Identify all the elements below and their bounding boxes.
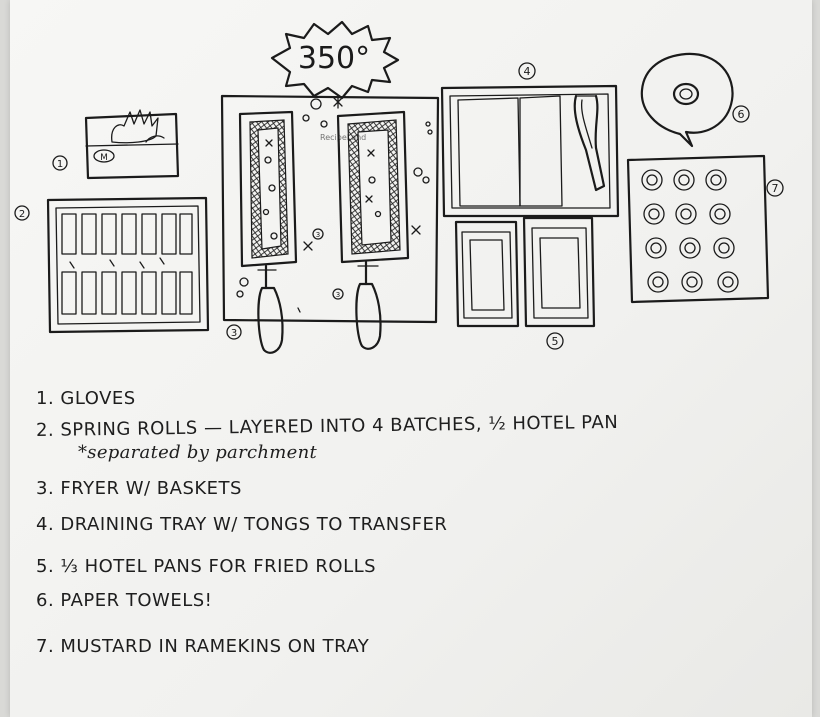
legend-item-hotel-pans: 5. ⅓ HOTEL PANS FOR FRIED ROLLS	[36, 556, 377, 577]
legend-item-mustard: 7. MUSTARD IN RAMEKINS ON TRAY	[36, 636, 370, 657]
marker-2: 2	[14, 205, 30, 221]
marker-5: 5	[546, 332, 564, 350]
paper-sheet	[10, 0, 812, 717]
marker-6: 6	[732, 105, 750, 123]
legend-item-paper-towels: 6. PAPER TOWELS!	[36, 590, 213, 611]
marker-4: 4	[518, 62, 536, 80]
marker-3: 3	[226, 324, 242, 340]
legend-item-gloves: 1. GLOVES	[36, 388, 136, 409]
draining-tray	[440, 84, 620, 218]
spring-rolls-pan	[46, 196, 210, 334]
watermark: RecipeLand	[320, 133, 366, 142]
legend-item-draining-tray: 4. DRAINING TRAY W/ TONGS TO TRANSFER	[36, 514, 448, 535]
svg-text:4: 4	[524, 65, 531, 78]
fryer: 3 3 RecipeLand	[220, 94, 440, 354]
legend-item-fryer: 3. FRYER W/ BASKETS	[36, 478, 242, 499]
gloves-box-letter: M	[100, 153, 108, 163]
ramekin-tray	[626, 154, 770, 304]
temperature-burst: 350°	[270, 20, 400, 100]
legend-note-parchment: *separated by parchment	[78, 442, 318, 463]
svg-text:6: 6	[738, 108, 745, 121]
svg-text:2: 2	[19, 209, 25, 220]
svg-text:7: 7	[772, 182, 779, 195]
hotel-pans	[454, 216, 596, 328]
paper-towel-roll	[640, 52, 734, 148]
svg-text:3: 3	[231, 328, 237, 339]
marker-7: 7	[766, 179, 784, 197]
svg-text:1: 1	[57, 159, 63, 170]
svg-text:3: 3	[316, 231, 320, 239]
gloves-box: M	[84, 109, 180, 180]
svg-text:3: 3	[336, 291, 340, 299]
marker-1: 1	[52, 155, 68, 171]
temperature-label: 350°	[298, 41, 370, 76]
svg-text:5: 5	[552, 335, 559, 348]
